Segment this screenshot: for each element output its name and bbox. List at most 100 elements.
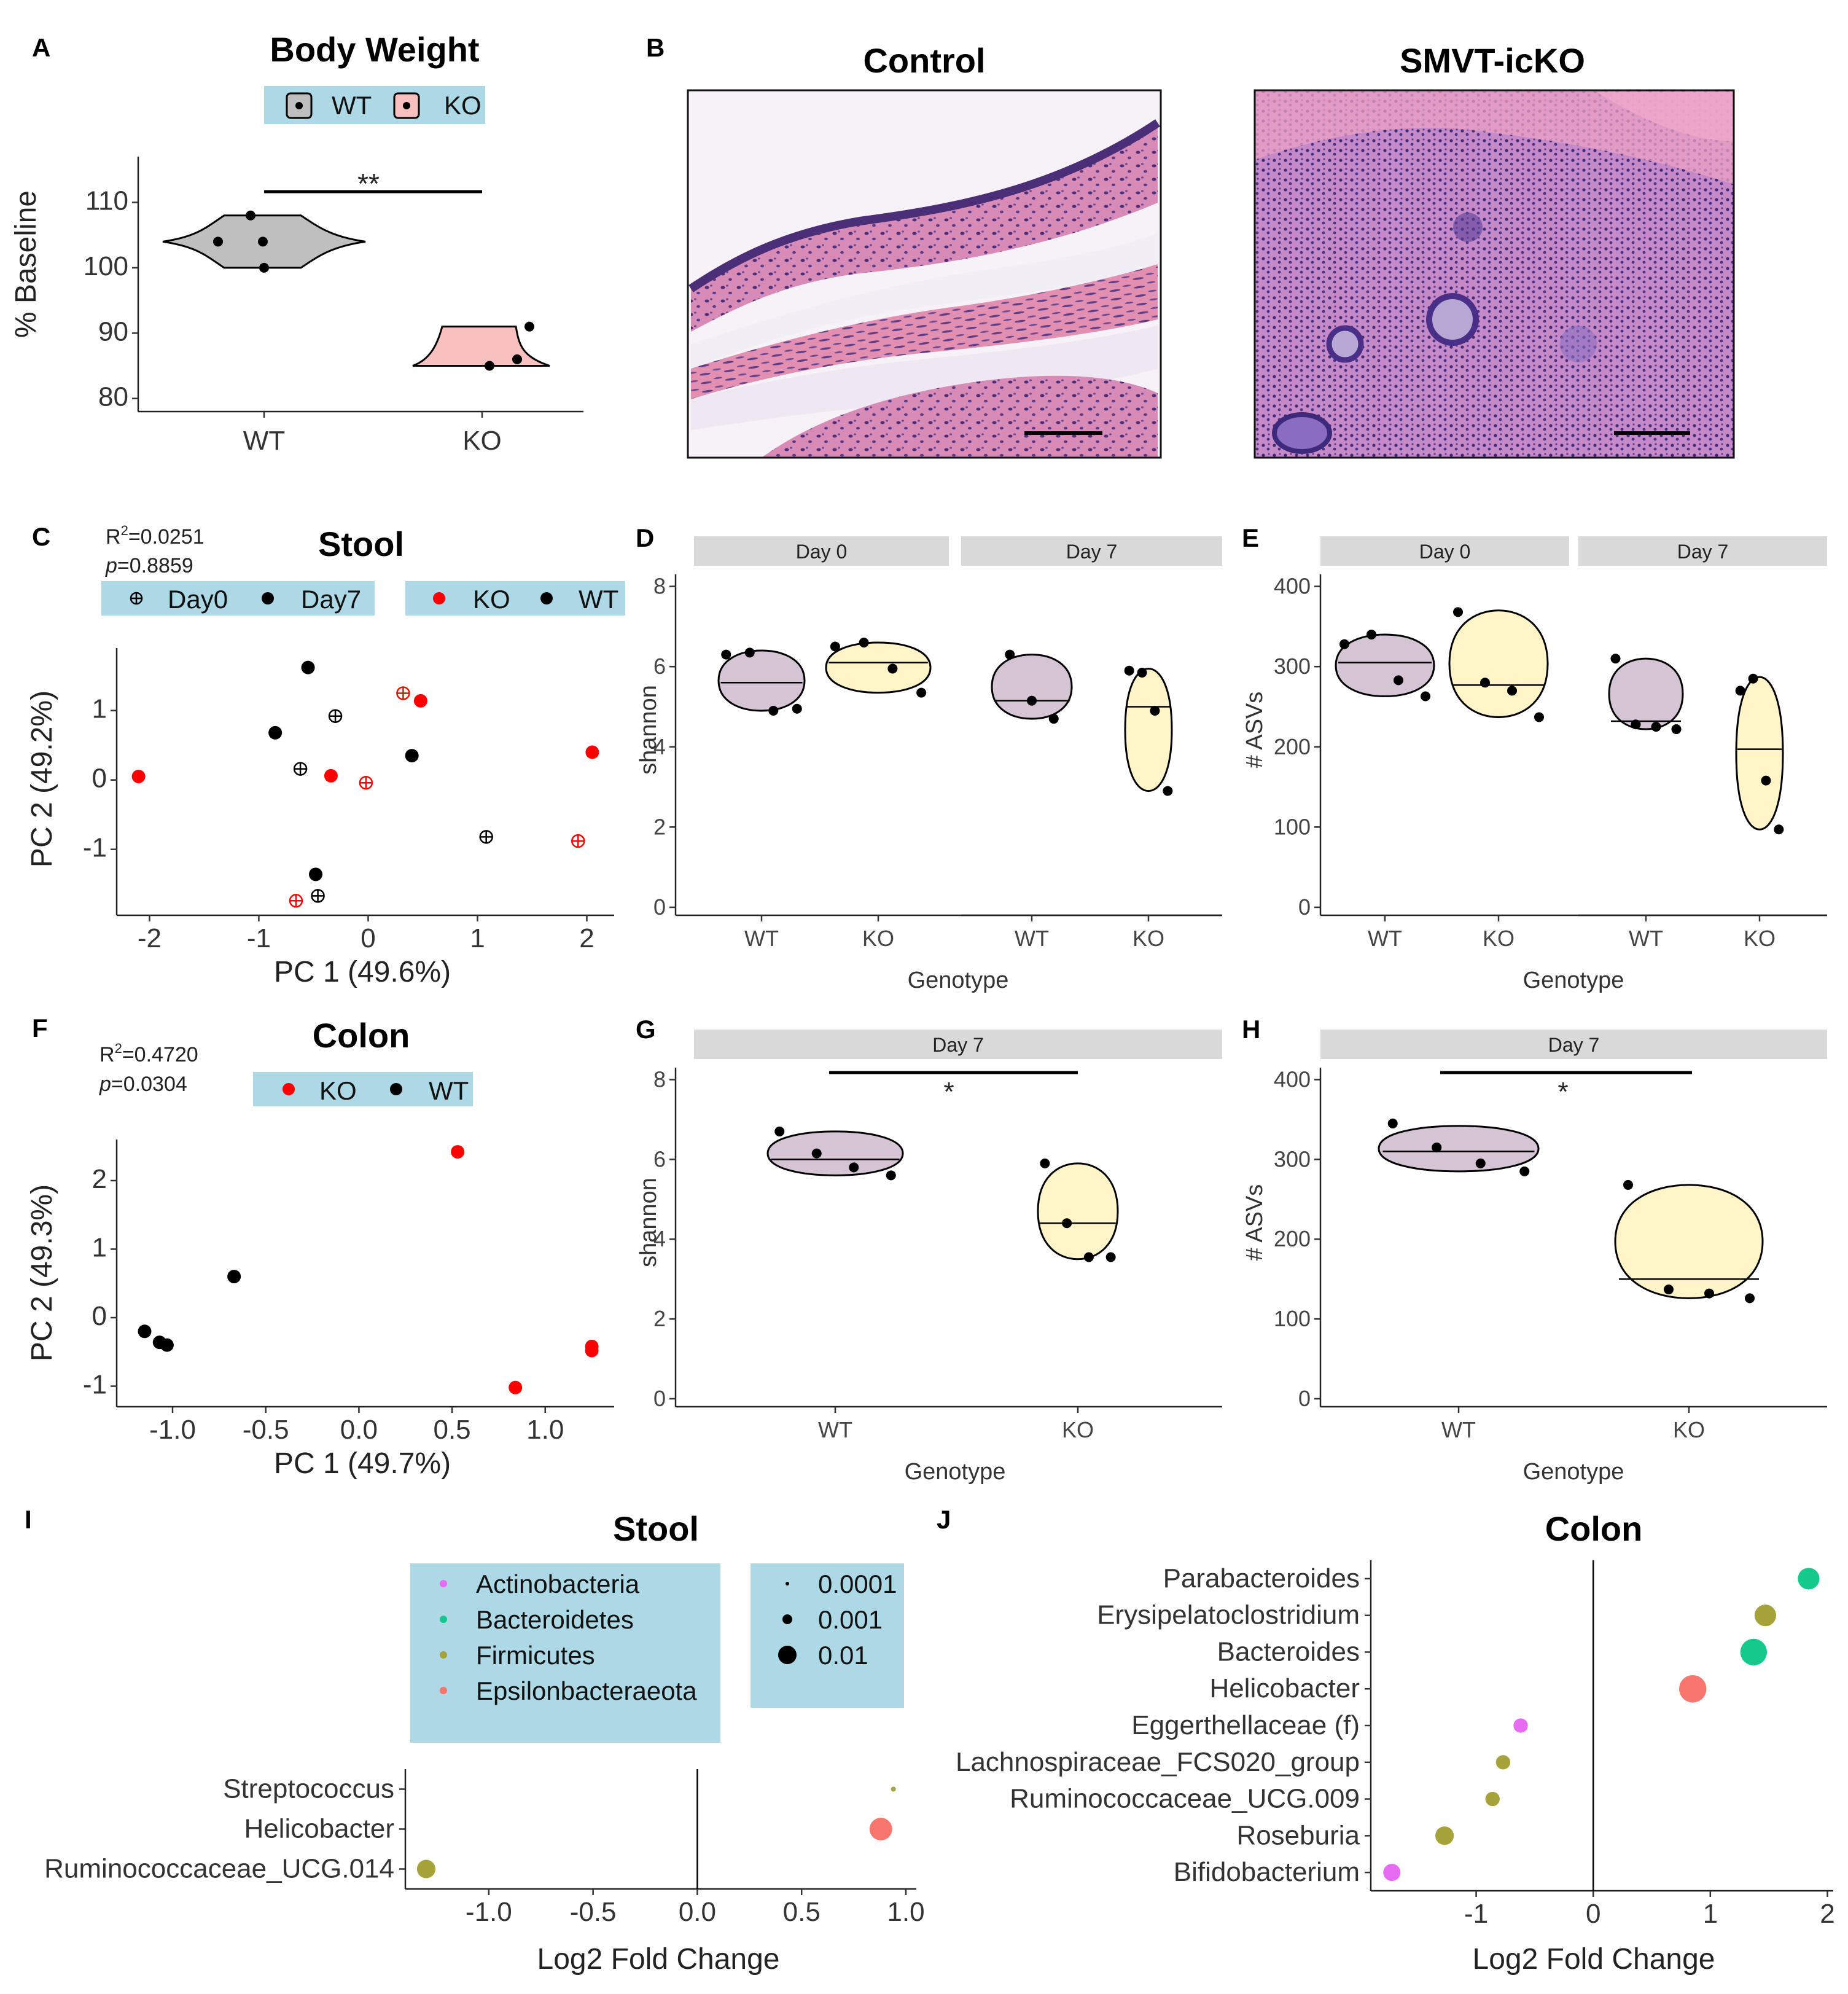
panel-f-genotype-legend: KO WT: [253, 1072, 473, 1106]
data-point: [1507, 686, 1517, 696]
x-tick-label: -1: [247, 923, 271, 953]
r2-stat: R2=0.4720: [99, 1041, 198, 1066]
legend-label-day0: Day0: [168, 585, 228, 614]
data-point: [1432, 1142, 1442, 1152]
x-tick-label: 1: [470, 923, 485, 953]
bubble-firmicutes: [1435, 1826, 1454, 1845]
y-tick-label: 400: [1274, 1066, 1311, 1092]
y-tick-label: -1: [83, 833, 107, 863]
legend-key-actinobacteria: [440, 1580, 447, 1587]
legend-key-epsilonbacteraeota: [440, 1687, 447, 1694]
x-tick-label: 0.5: [433, 1415, 470, 1445]
x-tick-label: 1.0: [887, 1897, 924, 1927]
legend-key-size-large: [778, 1646, 797, 1664]
panel-a: A Body Weight WT KO % Baseline 809010011…: [10, 30, 583, 456]
y-tick-label: -1: [83, 1370, 107, 1400]
data-point: [1083, 1252, 1094, 1262]
x-axis-label: Genotype: [908, 968, 1009, 993]
panel-label-b: B: [646, 33, 665, 62]
violin-ko: [825, 641, 932, 694]
data-point-wt: [259, 262, 269, 273]
legend-label-size-medium: 0.001: [818, 1605, 883, 1634]
x-tick-label: KO: [862, 926, 894, 951]
legend-label-size-large: 0.01: [818, 1641, 868, 1670]
violin-ko: [412, 326, 550, 367]
panel-label-g: G: [636, 1015, 656, 1044]
y-tick-label: Roseburia: [1236, 1820, 1360, 1850]
data-point-ko: [524, 321, 534, 332]
panel-a-legend: WT KO: [264, 86, 485, 124]
x-axis-label: PC 1 (49.7%): [274, 1447, 451, 1480]
data-point: [1040, 1158, 1050, 1168]
data-point-ko: [512, 354, 522, 364]
data-point: [227, 1270, 241, 1284]
data-point: [744, 647, 755, 658]
x-tick-label: WT: [243, 426, 285, 456]
panel-c-day-legend: Day0 Day7: [101, 581, 375, 616]
data-point: [309, 867, 322, 882]
y-tick-label: 2: [653, 1306, 666, 1331]
y-tick-label: 300: [1274, 654, 1311, 679]
data-point: [1651, 722, 1661, 732]
violin-wt: [1335, 633, 1435, 697]
y-tick-label: 1: [92, 1232, 107, 1262]
data-point: [585, 1343, 599, 1358]
data-point: [413, 694, 427, 708]
x-tick-label: WT: [818, 1417, 852, 1442]
bubble-bacteroidetes: [1798, 1568, 1820, 1590]
y-axis-label: % Baseline: [10, 190, 42, 338]
x-tick-label: 2: [1820, 1899, 1834, 1929]
y-tick-label: 1: [92, 694, 107, 724]
size-legend: 0.0001 0.001 0.01: [751, 1563, 904, 1708]
x-tick-label: WT: [1015, 926, 1049, 951]
x-tick-label: 0: [361, 923, 375, 953]
y-tick-label: 0: [92, 1301, 107, 1331]
data-point: [1671, 724, 1682, 735]
data-point: [1027, 695, 1037, 706]
y-tick-label: 90: [98, 316, 128, 346]
data-point: [301, 660, 315, 674]
data-point: [1631, 719, 1641, 730]
y-tick-label: 6: [653, 654, 666, 679]
legend-label-actinobacteria: Actinobacteria: [476, 1570, 640, 1598]
x-tick-label: WT: [1629, 926, 1663, 951]
data-point-wt: [258, 237, 268, 247]
p-stat: p=0.0304: [99, 1073, 187, 1096]
data-point: [1519, 1166, 1530, 1176]
data-point: [1623, 1179, 1633, 1190]
data-point: [138, 1324, 152, 1339]
data-point: [1453, 607, 1463, 617]
facet-strip-label: Day 0: [796, 541, 848, 563]
y-tick-label: 0: [1298, 1386, 1311, 1411]
control-histology-image: [687, 89, 1162, 459]
data-point: [1704, 1288, 1714, 1299]
y-tick-label: 2: [92, 1164, 107, 1194]
x-tick-label: 0: [1586, 1899, 1600, 1929]
knockout-histology-image: [1253, 89, 1735, 459]
y-axis-label: shannon: [636, 685, 661, 775]
x-tick-label: -0.5: [570, 1897, 617, 1927]
x-tick-label: KO: [1483, 926, 1515, 951]
data-point: [1745, 1293, 1755, 1304]
violin-wt: [1608, 657, 1684, 730]
data-point: [451, 1145, 465, 1159]
violin-wt: [766, 1130, 904, 1176]
y-tick-label: 8: [653, 1066, 666, 1092]
panel-label-i: I: [25, 1505, 32, 1534]
legend-label-size-small: 0.0001: [818, 1570, 897, 1598]
y-tick-label: 6: [653, 1146, 666, 1171]
x-axis-label: PC 1 (49.6%): [274, 956, 451, 988]
data-point: [721, 649, 731, 660]
data-point: [1610, 654, 1621, 664]
legend-key-size-medium: [782, 1614, 792, 1624]
data-point: [768, 706, 779, 716]
phylum-legend: Actinobacteria Bacteroidetes Firmicutes …: [410, 1563, 720, 1743]
